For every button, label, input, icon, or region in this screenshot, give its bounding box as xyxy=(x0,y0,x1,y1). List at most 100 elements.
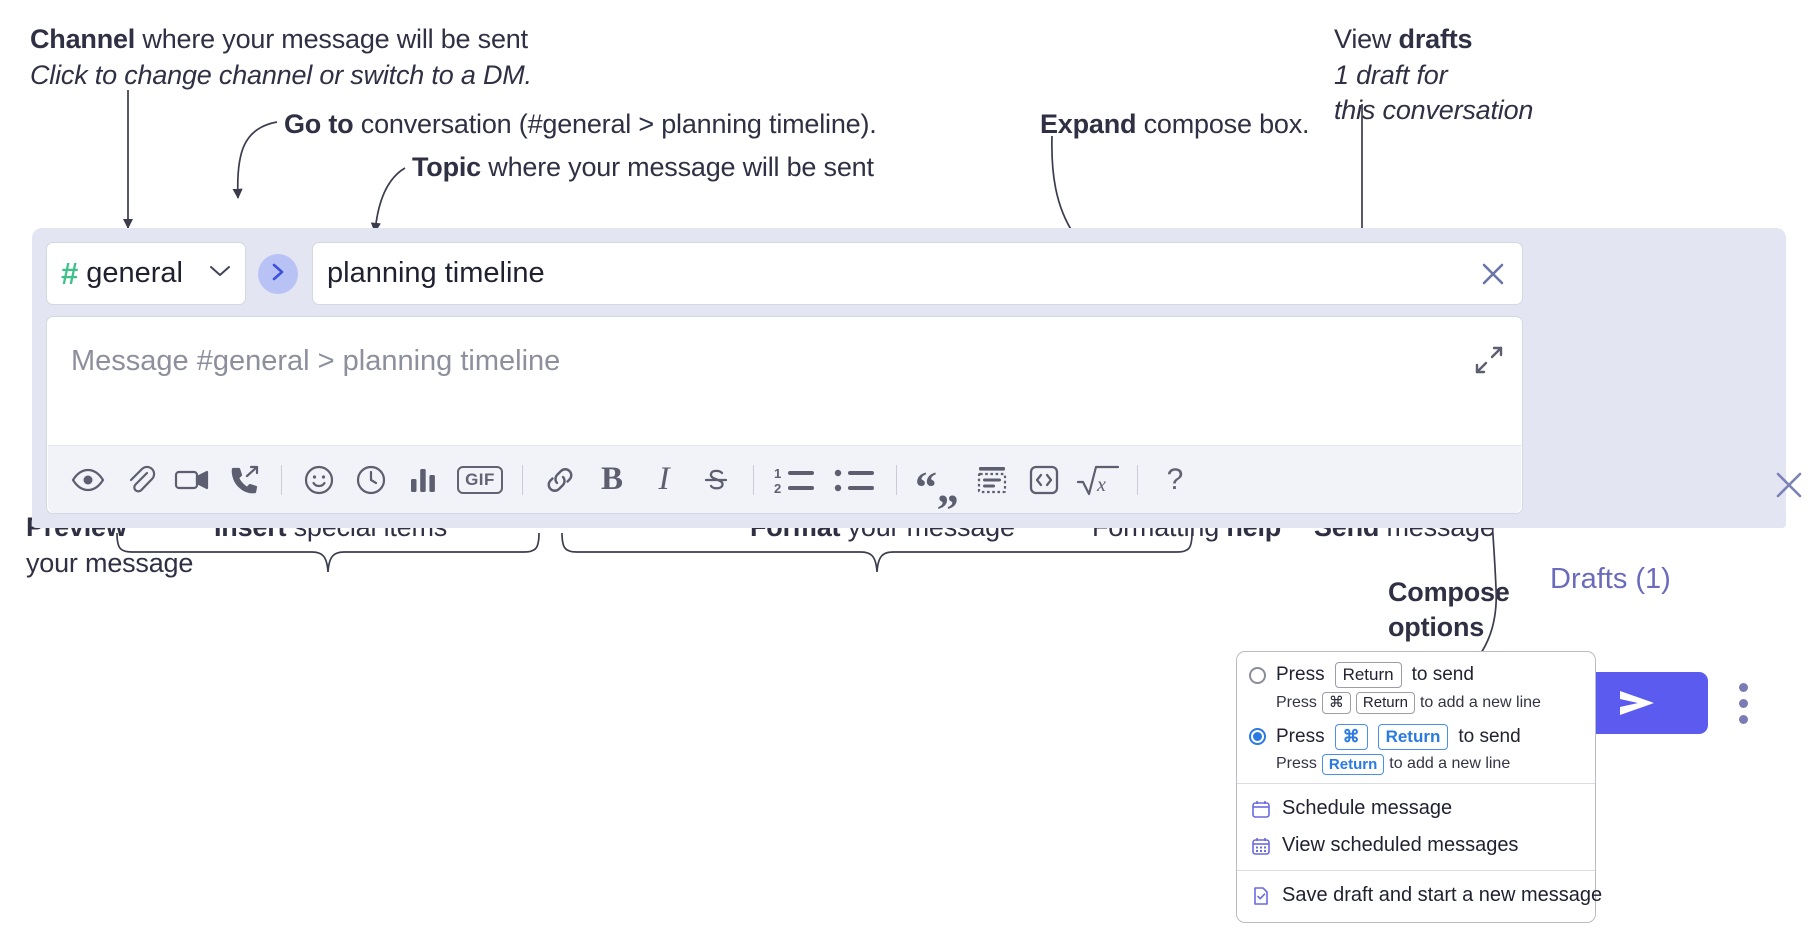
blockquote-button[interactable]: “„ xyxy=(915,462,959,512)
option-return-sub-tail: to add a new line xyxy=(1419,693,1541,711)
option-cmd-sub: Press Return to add a new line xyxy=(1276,753,1583,776)
option-cmd-sub-press: Press xyxy=(1276,755,1317,773)
annotation-compose-options-line2: options xyxy=(1388,612,1485,643)
send-paper-plane-icon xyxy=(1620,691,1654,715)
separator-3 xyxy=(753,464,754,495)
annotation-drafts-italic-2: this conversation xyxy=(1334,95,1534,126)
separator-1 xyxy=(281,464,282,495)
drafts-link[interactable]: Drafts (1) xyxy=(1550,563,1671,595)
annotation-preview-line2: your message xyxy=(26,547,194,578)
menu-item-label: View scheduled messages xyxy=(1282,834,1519,857)
svg-text:x: x xyxy=(1096,474,1106,496)
annotation-compose-options-line1: Compose xyxy=(1388,577,1510,607)
annotation-drafts-lead: View xyxy=(1334,24,1399,54)
option-cmd-press: Press xyxy=(1276,725,1325,747)
close-icon[interactable] xyxy=(1478,259,1508,289)
link-button[interactable] xyxy=(534,454,586,506)
compose-options-button[interactable] xyxy=(1739,683,1748,724)
audio-clip-button[interactable] xyxy=(218,454,270,506)
option-return-tosend: to send xyxy=(1411,664,1474,686)
more-vertical-dot xyxy=(1739,683,1748,692)
svg-text:1: 1 xyxy=(774,466,781,481)
key-command: ⌘ xyxy=(1321,692,1351,714)
separator-4 xyxy=(896,464,897,495)
annotation-topic-bold: Topic xyxy=(412,152,481,182)
formatting-toolbar: GIF B I xyxy=(48,445,1521,513)
menu-item-view-scheduled[interactable]: View scheduled messages xyxy=(1237,827,1595,864)
channel-row: # general planning timeline xyxy=(46,242,1523,305)
key-command: ⌘ xyxy=(1334,723,1368,750)
annotation-goto-rest: conversation (#general > planning timeli… xyxy=(353,109,877,139)
code-button[interactable] xyxy=(1018,454,1070,506)
option-press-return[interactable]: Press Return to send Press ⌘ Return to a… xyxy=(1237,652,1595,722)
annotation-channel-rest: where your message will be sent xyxy=(135,24,528,54)
annotation-expand-rest: compose box. xyxy=(1136,109,1310,139)
chevron-down-icon xyxy=(209,264,231,283)
key-return: Return xyxy=(1377,723,1449,750)
menu-divider xyxy=(1237,870,1595,872)
clock-icon[interactable] xyxy=(345,454,397,506)
key-return: Return xyxy=(1334,662,1402,689)
topic-input[interactable]: planning timeline xyxy=(312,242,1523,305)
hash-icon: # xyxy=(61,256,79,291)
message-input-box[interactable]: Message #general > planning timeline xyxy=(46,316,1523,514)
chevron-right-icon xyxy=(270,262,286,287)
bulleted-list-button[interactable] xyxy=(825,454,885,506)
video-clip-button[interactable] xyxy=(166,454,218,506)
menu-item-schedule-message[interactable]: Schedule message xyxy=(1237,790,1595,827)
channel-name-label: general xyxy=(86,257,183,289)
bold-icon: B xyxy=(600,461,623,497)
menu-group-draft: Save draft and start a new message xyxy=(1237,871,1602,922)
channel-selector[interactable]: # general xyxy=(46,242,246,305)
goto-conversation-button[interactable] xyxy=(258,254,298,294)
annotation-topic: Topic where your message will be sent xyxy=(412,150,874,186)
message-placeholder: Message #general > planning timeline xyxy=(71,345,561,377)
annotation-channel-italic: Click to change channel or switch to a D… xyxy=(30,59,532,90)
ordered-list-button[interactable]: 1 2 xyxy=(765,454,825,506)
radio-return[interactable] xyxy=(1249,666,1266,684)
option-cmd-sub-tail: to add a new line xyxy=(1389,755,1511,773)
question-mark-icon: ? xyxy=(1166,462,1184,496)
separator-5 xyxy=(1137,464,1138,495)
annotation-drafts-bold: drafts xyxy=(1398,24,1473,54)
formatting-help-button[interactable]: ? xyxy=(1149,454,1201,506)
annotation-goto: Go to conversation (#general > planning … xyxy=(284,107,877,143)
file-check-icon xyxy=(1251,886,1271,906)
topic-value: planning timeline xyxy=(327,257,545,289)
strikethrough-button[interactable] xyxy=(690,454,742,506)
annotation-expand-bold: Expand xyxy=(1040,109,1137,139)
annotation-drafts: View drafts 1 draft for this conversatio… xyxy=(1334,22,1533,129)
compose-inner: # general planning timeline xyxy=(46,242,1523,514)
radio-cmd-return[interactable] xyxy=(1249,728,1266,746)
key-return-sub: Return xyxy=(1321,753,1385,776)
expand-icon[interactable] xyxy=(1474,345,1504,380)
menu-item-label: Schedule message xyxy=(1282,797,1453,820)
attach-button[interactable] xyxy=(114,454,166,506)
annotation-topic-rest: where your message will be sent xyxy=(481,152,874,182)
code-block-button[interactable] xyxy=(966,454,1018,506)
preview-button[interactable] xyxy=(62,454,114,506)
annotation-expand: Expand compose box. xyxy=(1040,107,1310,143)
menu-item-label: Save draft and start a new message xyxy=(1282,884,1603,907)
svg-text:2: 2 xyxy=(774,481,781,495)
menu-group-schedule: Schedule message View scheduled messages xyxy=(1237,784,1595,870)
poll-button[interactable] xyxy=(397,454,449,506)
math-button[interactable]: x xyxy=(1070,454,1126,506)
option-press-cmd-return[interactable]: Press ⌘ Return to send Press Return to a… xyxy=(1237,722,1595,784)
emoji-button[interactable] xyxy=(293,454,345,506)
gif-button[interactable]: GIF xyxy=(449,454,511,506)
separator-2 xyxy=(522,464,523,495)
bold-button[interactable]: B xyxy=(586,454,638,506)
menu-divider xyxy=(1237,783,1595,785)
menu-item-save-draft[interactable]: Save draft and start a new message xyxy=(1237,877,1602,914)
gif-icon: GIF xyxy=(457,465,503,494)
compose-panel: # general planning timeline xyxy=(32,228,1802,734)
calendar-grid-icon xyxy=(1251,836,1271,856)
option-return-sub: Press ⌘ Return to add a new line xyxy=(1276,692,1583,714)
more-vertical-dot xyxy=(1739,715,1748,724)
annotation-drafts-italic-1: 1 draft for xyxy=(1334,59,1448,90)
close-icon[interactable] xyxy=(1772,468,1806,507)
option-return-press: Press xyxy=(1276,664,1325,686)
italic-button[interactable]: I xyxy=(638,454,690,506)
